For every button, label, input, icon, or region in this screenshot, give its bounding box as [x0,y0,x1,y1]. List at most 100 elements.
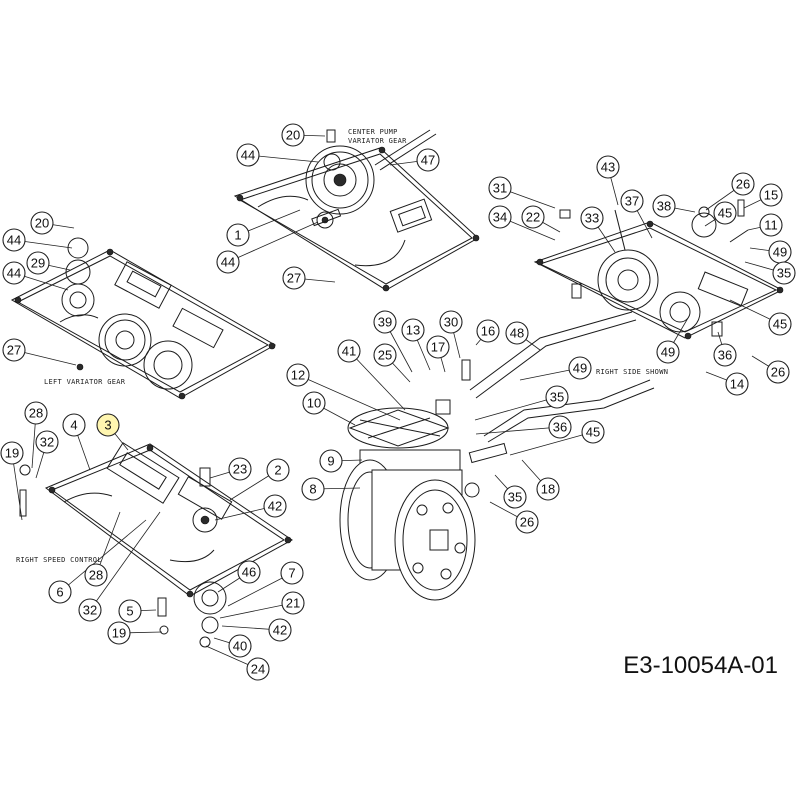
callout-c38[interactable]: 38 [652,194,676,218]
callout-c1[interactable]: 1 [226,223,250,247]
callout-c26a[interactable]: 26 [731,172,755,196]
callout-c20a[interactable]: 20 [281,123,305,147]
callout-c8[interactable]: 8 [301,477,325,501]
callout-label: 15 [764,188,778,203]
callout-circle [263,494,287,518]
callout-c11[interactable]: 11 [759,213,783,237]
center-pump-note-line1: CENTER PUMP [348,128,398,136]
callout-c9[interactable]: 9 [319,449,343,473]
callout-c32a[interactable]: 32 [35,430,59,454]
callout-c6[interactable]: 6 [48,580,72,604]
callout-c7[interactable]: 7 [280,561,304,585]
callout-c27a[interactable]: 27 [282,266,306,290]
right-speed-control-note: RIGHT SPEED CONTROL [16,556,102,564]
callout-circle [281,123,305,147]
callout-circle [237,560,261,584]
callout-c19a[interactable]: 19 [0,441,24,465]
leader-line-c45c [509,431,594,456]
callout-c47[interactable]: 47 [416,148,440,172]
callout-c45c[interactable]: 45 [581,420,605,444]
transaxle-assembly [339,311,655,601]
callout-label: 35 [777,266,791,281]
callout-circle [505,321,529,345]
callout-c28b[interactable]: 28 [84,563,108,587]
callout-c22[interactable]: 22 [521,205,545,229]
callout-c2[interactable]: 2 [266,458,290,482]
callout-c12[interactable]: 12 [286,363,310,387]
callout-c44d[interactable]: 44 [2,261,26,285]
callout-c49a[interactable]: 49 [768,240,792,264]
callout-c25[interactable]: 25 [373,343,397,367]
callout-c27b[interactable]: 27 [2,338,26,362]
callout-c26b[interactable]: 26 [766,360,790,384]
callout-c28a[interactable]: 28 [24,401,48,425]
callout-circle [236,143,260,167]
callout-label: 9 [327,454,334,469]
callout-c40[interactable]: 40 [228,634,252,658]
callout-c48[interactable]: 48 [505,321,529,345]
callout-label: 35 [550,390,564,405]
callout-c35a[interactable]: 35 [772,261,796,285]
callout-c35c[interactable]: 35 [503,485,527,509]
callout-label: 49 [573,361,587,376]
callout-c26c[interactable]: 26 [515,510,539,534]
callout-c43[interactable]: 43 [596,155,620,179]
callout-c44b[interactable]: 44 [216,250,240,274]
callout-circle [656,340,680,364]
callout-c49b[interactable]: 49 [656,340,680,364]
callout-c39[interactable]: 39 [373,310,397,334]
callout-label: 38 [657,199,671,214]
callout-circle [228,457,252,481]
callout-c16[interactable]: 16 [476,319,500,343]
callout-c33[interactable]: 33 [580,206,604,230]
callout-c21[interactable]: 21 [281,591,305,615]
callout-c42b[interactable]: 42 [268,618,292,642]
callout-c41[interactable]: 41 [337,339,361,363]
callout-c10[interactable]: 10 [302,391,326,415]
callout-circle [2,228,26,252]
callout-c49c[interactable]: 49 [568,356,592,380]
callout-c37[interactable]: 37 [620,189,644,213]
callout-circle [416,148,440,172]
callout-circle [373,343,397,367]
leader-line-c36b [475,426,561,435]
callout-c23[interactable]: 23 [228,457,252,481]
callout-circle [713,201,737,225]
callout-c20b[interactable]: 20 [30,211,54,235]
callout-circle [426,335,450,359]
callout-c30[interactable]: 30 [439,310,463,334]
callout-label: 45 [773,317,787,332]
callout-c15[interactable]: 15 [759,183,783,207]
callout-c29[interactable]: 29 [26,251,50,275]
callout-c18[interactable]: 18 [536,477,560,501]
callout-c19b[interactable]: 19 [107,621,131,645]
callout-c35b[interactable]: 35 [545,385,569,409]
callout-circle [620,189,644,213]
callout-c45b[interactable]: 45 [768,312,792,336]
callout-circle [759,183,783,207]
callout-c5[interactable]: 5 [118,599,142,623]
callout-c45a[interactable]: 45 [713,201,737,225]
callout-c3[interactable]: 3 [96,413,120,437]
callout-c44a[interactable]: 44 [236,143,260,167]
leader-line-c6 [59,519,147,593]
callout-circle [548,415,572,439]
callout-c36b[interactable]: 36 [548,415,572,439]
callout-c42a[interactable]: 42 [263,494,287,518]
callout-c31[interactable]: 31 [488,176,512,200]
right-side-plate-assembly [533,199,784,340]
callout-c36a[interactable]: 36 [713,343,737,367]
callout-circle [337,339,361,363]
callout-c4[interactable]: 4 [62,413,86,437]
callout-c34[interactable]: 34 [488,205,512,229]
callout-circle [488,205,512,229]
callout-c13[interactable]: 13 [401,318,425,342]
callout-label: 20 [35,216,49,231]
callout-c44c[interactable]: 44 [2,228,26,252]
callout-c17[interactable]: 17 [426,335,450,359]
callout-c46[interactable]: 46 [237,560,261,584]
callout-c24[interactable]: 24 [246,657,270,681]
callout-circle [596,155,620,179]
callout-c14[interactable]: 14 [725,372,749,396]
callout-c32b[interactable]: 32 [78,598,102,622]
